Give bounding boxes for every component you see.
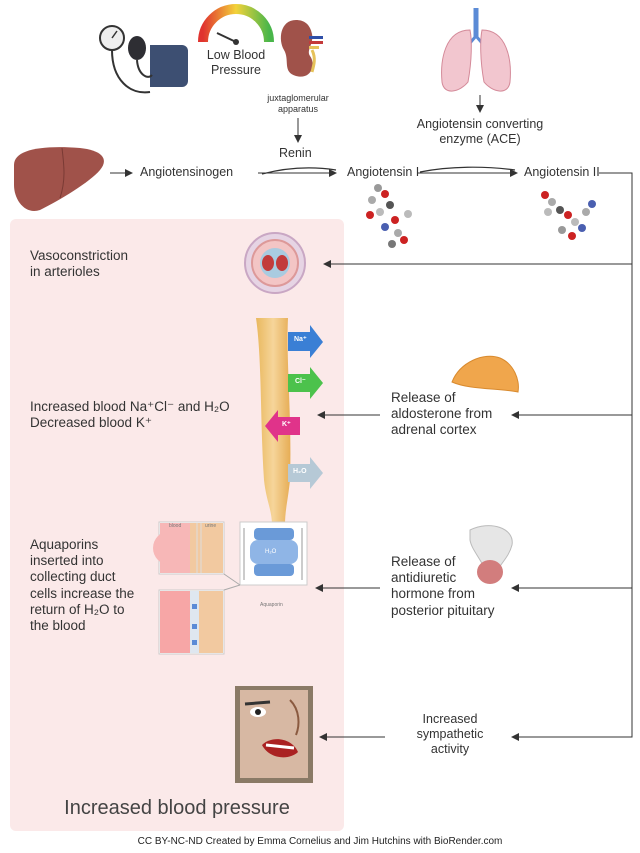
adh-line-2: antidiuretic <box>391 570 457 586</box>
renin-curve <box>261 167 337 175</box>
vasoconstriction-label: Vasoconstriction in arterioles <box>30 248 128 280</box>
aquaporin-line-1: Aquaporins <box>30 537 99 552</box>
credit-line: CC BY-NC-ND Created by Emma Cornelius an… <box>137 836 503 847</box>
angiotensin-2-molecule-icon <box>541 191 596 240</box>
aquaporin-effect-label: Aquaporins inserted into collecting duct… <box>30 537 134 634</box>
stressed-face-image <box>235 686 313 783</box>
adrenal-gland-icon <box>451 355 519 393</box>
collecting-duct-panel <box>153 521 308 655</box>
aquaporin-line-2: inserted into <box>30 553 104 569</box>
urine-small-label: urine <box>205 523 217 529</box>
adh-line-4: posterior pituitary <box>391 602 495 618</box>
vasoconstriction-line-2: in arterioles <box>30 264 100 280</box>
adh-line-1: Release of <box>391 554 456 569</box>
blood-pressure-cuff-icon <box>99 25 188 94</box>
feedback-line <box>599 172 633 738</box>
liver-icon <box>14 147 104 211</box>
jga-line-1: juxtaglomerular <box>267 93 329 103</box>
low-bp-label: Low Blood Pressure <box>196 48 276 78</box>
angiotensinogen-label: Angiotensinogen <box>140 165 234 179</box>
angiotensin-1-molecule-icon <box>366 184 412 248</box>
lungs-icon <box>441 8 511 92</box>
aquaporin-line-3: collecting duct <box>30 569 116 585</box>
k-ion-label: K⁺ <box>282 421 291 428</box>
ace-label: Angiotensin converting enzyme (ACE) <box>396 117 564 147</box>
ace-line-1: Angiotensin converting <box>416 117 544 131</box>
ace-curve <box>419 166 516 173</box>
jga-label: juxtaglomerular apparatus <box>248 93 348 115</box>
angiotensin-1-label: Angiotensin I <box>347 165 420 179</box>
ace-line-2: enzyme (ACE) <box>439 132 521 146</box>
aldosterone-line-3: adrenal cortex <box>391 422 477 438</box>
vasoconstriction-line-1: Vasoconstriction <box>30 248 129 263</box>
na-out-arrow-icon <box>288 325 323 358</box>
aldosterone-line-1: Release of <box>391 390 456 405</box>
renin-label: Renin <box>279 146 312 160</box>
aquaporin-small-label: Aquaporin <box>260 602 283 608</box>
k-in-arrow-icon <box>265 410 300 442</box>
cl-out-arrow-icon <box>288 367 323 399</box>
sympathetic-line-1: Increased <box>422 712 478 726</box>
low-bp-line-1: Low Blood <box>206 48 266 62</box>
angiotensin-2-label: Angiotensin II <box>524 165 600 179</box>
aquaporin-line-4: cells increase the <box>30 585 135 601</box>
h2o-out-arrow-icon <box>288 457 323 489</box>
aldosterone-label: Release of aldosterone from adrenal cort… <box>391 390 492 439</box>
aldosterone-line-2: aldosterone from <box>391 406 493 422</box>
blood-small-label: blood <box>169 523 182 529</box>
pituitary-gland-icon <box>469 525 513 584</box>
jga-line-2: apparatus <box>277 103 319 114</box>
aquaporin-line-5: return of H₂O to <box>30 601 125 617</box>
kidney-icon <box>280 20 323 77</box>
cl-ion-label: Cl⁻ <box>295 378 306 385</box>
adh-line-3: hormone from <box>391 586 476 602</box>
electrolyte-line-2: Decreased blood K⁺ <box>30 415 152 431</box>
arteriole-cross-section-icon <box>244 232 306 294</box>
adh-label: Release of antidiuretic hormone from pos… <box>391 554 495 619</box>
low-bp-line-2: Pressure <box>210 63 262 77</box>
electrolyte-line-1: Increased blood Na⁺Cl⁻ and H₂O <box>30 399 230 414</box>
sympathetic-line-3: activity <box>430 742 470 756</box>
low-pressure-gauge-icon <box>198 4 274 45</box>
sympathetic-label: Increased sympathetic activity <box>400 712 500 757</box>
electrolyte-label: Increased blood Na⁺Cl⁻ and H₂O Decreased… <box>30 399 230 431</box>
h2o-ion-label: H₂O <box>293 468 307 475</box>
aquaporin-line-6: the blood <box>30 617 86 633</box>
result-title: Increased blood pressure <box>64 797 290 819</box>
sympathetic-line-2: sympathetic <box>416 727 484 741</box>
h2o-channel-label: H₂O <box>265 549 277 555</box>
na-ion-label: Na⁺ <box>294 336 307 343</box>
